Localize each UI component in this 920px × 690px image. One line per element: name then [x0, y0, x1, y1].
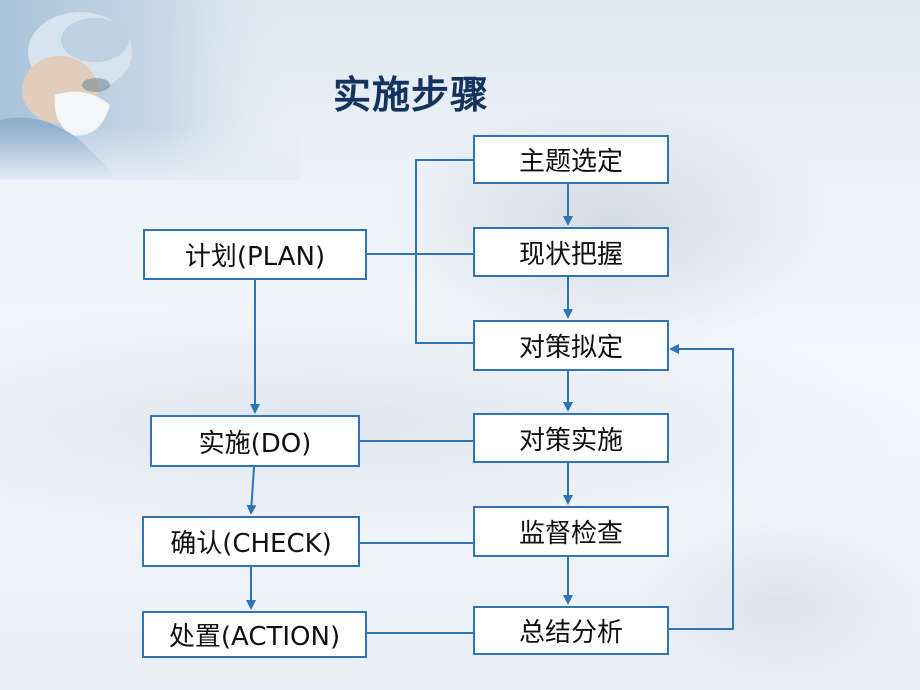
- pdca-label: 确认(CHECK): [170, 529, 332, 559]
- surgeon-photo: [0, 0, 300, 180]
- step-label: 现状把握: [518, 239, 623, 270]
- step-label: 对策实施: [518, 425, 623, 456]
- background-blur: [640, 520, 920, 690]
- pdca-do: 实施(DO): [150, 415, 360, 467]
- pdca-label: 计划(PLAN): [184, 242, 326, 272]
- pdca-action: 处置(ACTION): [142, 611, 367, 658]
- feedback-loop: [669, 344, 734, 630]
- step-supervision-check: 监督检查: [473, 506, 669, 557]
- pdca-plan: 计划(PLAN): [143, 229, 367, 280]
- step-label: 对策拟定: [518, 333, 623, 363]
- step-topic-selection: 主题选定: [473, 135, 669, 184]
- pdca-label: 实施(DO): [198, 428, 312, 459]
- step-countermeasure-implement: 对策实施: [473, 413, 669, 463]
- step-label: 监督检查: [518, 519, 623, 549]
- pdca-label: 处置(ACTION): [168, 622, 341, 652]
- step-summary-analysis: 总结分析: [473, 606, 669, 655]
- pdca-check: 确认(CHECK): [142, 516, 360, 567]
- slide-title: 实施步骤: [333, 73, 490, 117]
- step-countermeasure-plan: 对策拟定: [473, 320, 669, 371]
- step-label: 主题选定: [518, 147, 623, 177]
- arrow-do-check: [246, 466, 257, 515]
- step-status-grasp: 现状把握: [473, 227, 669, 277]
- step-label: 总结分析: [518, 618, 623, 648]
- plan-bracket: [415, 159, 473, 344]
